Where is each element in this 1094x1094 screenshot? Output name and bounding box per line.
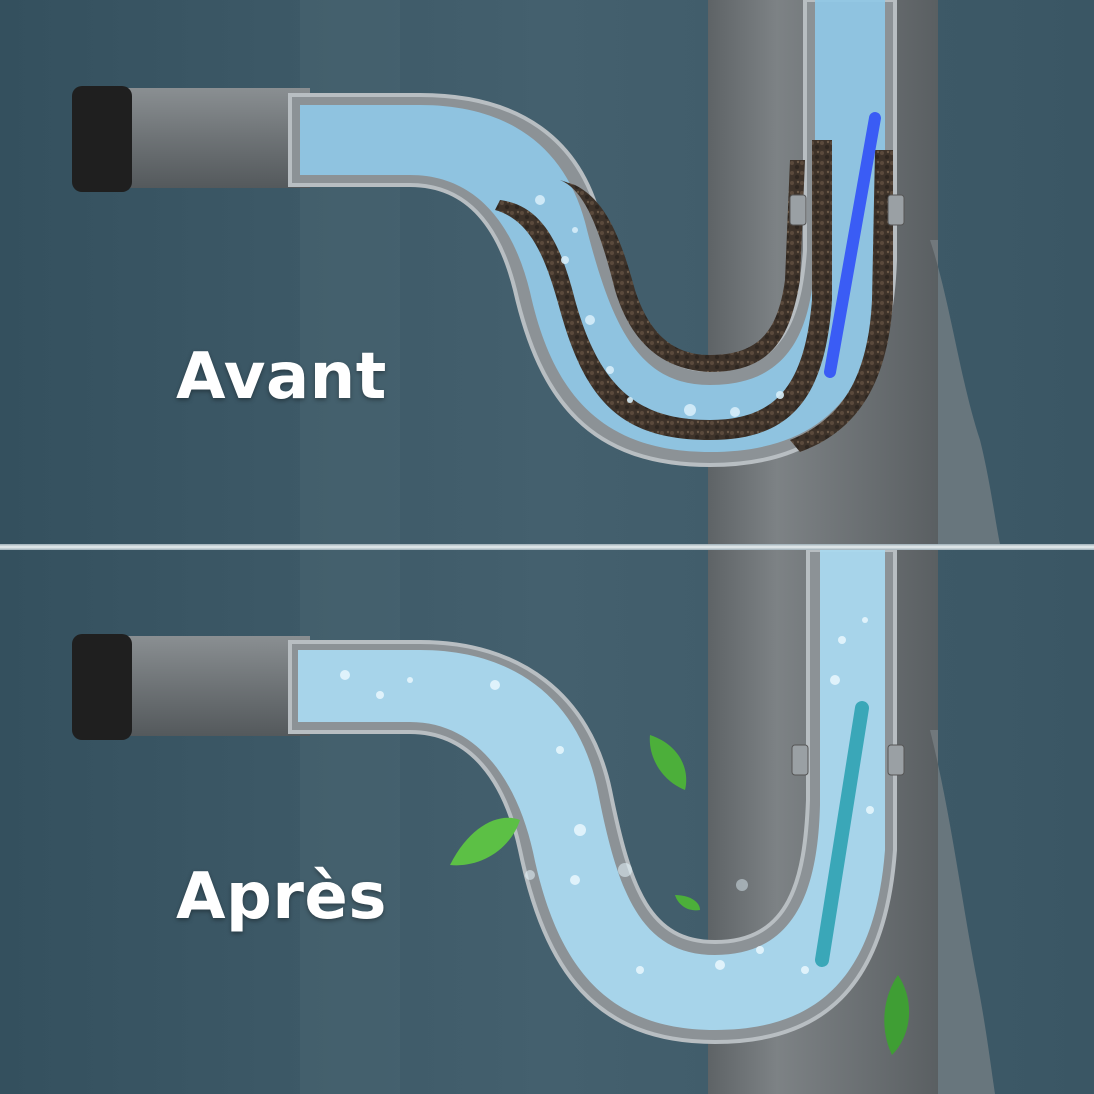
wall-crack	[930, 240, 1000, 544]
water-clean	[298, 550, 885, 1030]
bubble-icon	[535, 195, 784, 417]
cleaning-rod	[815, 701, 869, 967]
leaf-icon	[450, 817, 520, 866]
leaf-icon	[675, 895, 700, 911]
cleaning-rod	[824, 112, 881, 378]
pipe-clamp-right	[887, 194, 905, 226]
inlet-cap	[72, 86, 132, 192]
inlet-cap	[72, 634, 132, 740]
leaf-icon	[884, 975, 910, 1055]
wall-crack	[930, 730, 995, 1094]
wall-light-band	[300, 550, 400, 1094]
inlet-pipe	[110, 636, 310, 736]
wall-light-band	[300, 0, 400, 544]
bubble-icon	[340, 617, 874, 974]
panel-divider	[0, 544, 1094, 550]
sludge-buildup-inner	[560, 160, 805, 372]
panel-after: Après	[0, 550, 1094, 1094]
leaf-icon	[649, 735, 687, 790]
before-scene	[0, 0, 1094, 544]
inlet-pipe	[110, 88, 310, 188]
panel-before: Avant	[0, 0, 1094, 544]
label-after: Après	[176, 860, 387, 934]
pipe-clamp-left	[789, 194, 807, 226]
sludge-buildup-outer	[495, 140, 832, 440]
pipe-clamp-right	[887, 744, 905, 776]
pipe-clamp-left	[791, 744, 809, 776]
sludge-buildup-right	[790, 150, 893, 452]
water-clogged	[300, 0, 885, 452]
label-before: Avant	[176, 340, 387, 414]
after-scene	[0, 550, 1094, 1094]
